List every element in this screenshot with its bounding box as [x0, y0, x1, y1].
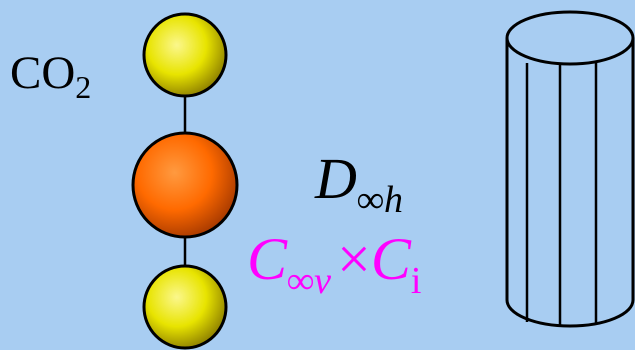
cylinder-figure	[505, 10, 635, 328]
formula-main: CO	[10, 47, 75, 99]
oxygen-atom-top	[142, 12, 228, 98]
cylinder-bottom-arc	[505, 299, 635, 328]
oxygen-atom-bottom	[142, 264, 228, 350]
d-letter: D	[314, 146, 357, 211]
molecule-formula-label: CO2	[10, 47, 91, 105]
carbon-atom	[131, 131, 239, 239]
c-letter-2: C	[371, 226, 412, 292]
point-group-d-inf-h: D∞h	[314, 146, 403, 221]
c-letter-1: C	[247, 226, 288, 292]
d-subscript: ∞h	[357, 179, 403, 221]
c-subscript-2: i	[411, 260, 422, 302]
times-operator: ×	[337, 226, 371, 292]
formula-subscript: 2	[75, 69, 91, 105]
cylinder-top-ellipse	[505, 10, 635, 66]
c-subscript-1: ∞v	[287, 260, 331, 302]
point-group-c-inf-v-times-ci: C∞v×Ci	[247, 226, 421, 302]
